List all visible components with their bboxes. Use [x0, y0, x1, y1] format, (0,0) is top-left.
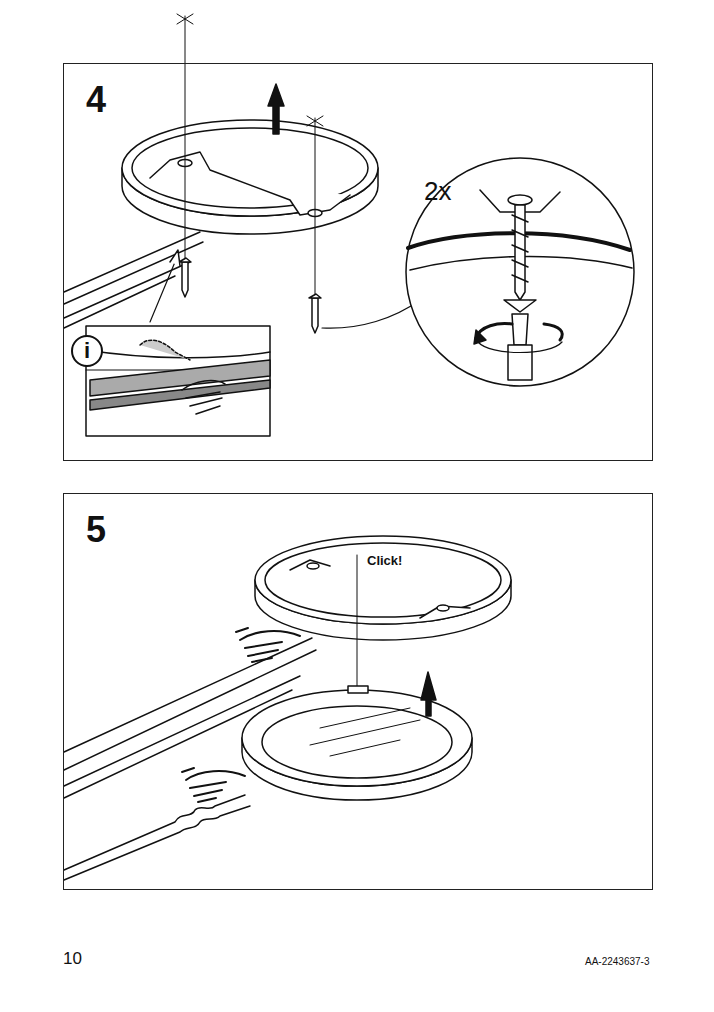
- up-arrow: [421, 672, 436, 716]
- guide-line: [357, 555, 358, 688]
- mounting-ring: [122, 120, 378, 234]
- info-symbol: i: [84, 340, 90, 362]
- info-inset: [72, 250, 270, 436]
- step-panel: 5: [63, 493, 653, 890]
- screw: [179, 258, 321, 333]
- step-number: 5: [86, 512, 106, 548]
- hand: [182, 628, 300, 802]
- page-number: 10: [63, 950, 82, 967]
- drill-lines: [177, 14, 323, 305]
- lamp: [242, 686, 472, 800]
- document-code: AA-2243637-3: [585, 957, 650, 967]
- step-number: 4: [86, 82, 106, 118]
- up-arrow: [268, 84, 284, 134]
- rail: [64, 232, 203, 328]
- mounting-ring: [255, 536, 511, 640]
- click-label: Click!: [367, 554, 402, 567]
- quantity-label: 2x: [424, 178, 451, 204]
- step-panel: 4: [63, 63, 653, 461]
- detail-view: [406, 158, 634, 386]
- leader-line: [322, 300, 420, 328]
